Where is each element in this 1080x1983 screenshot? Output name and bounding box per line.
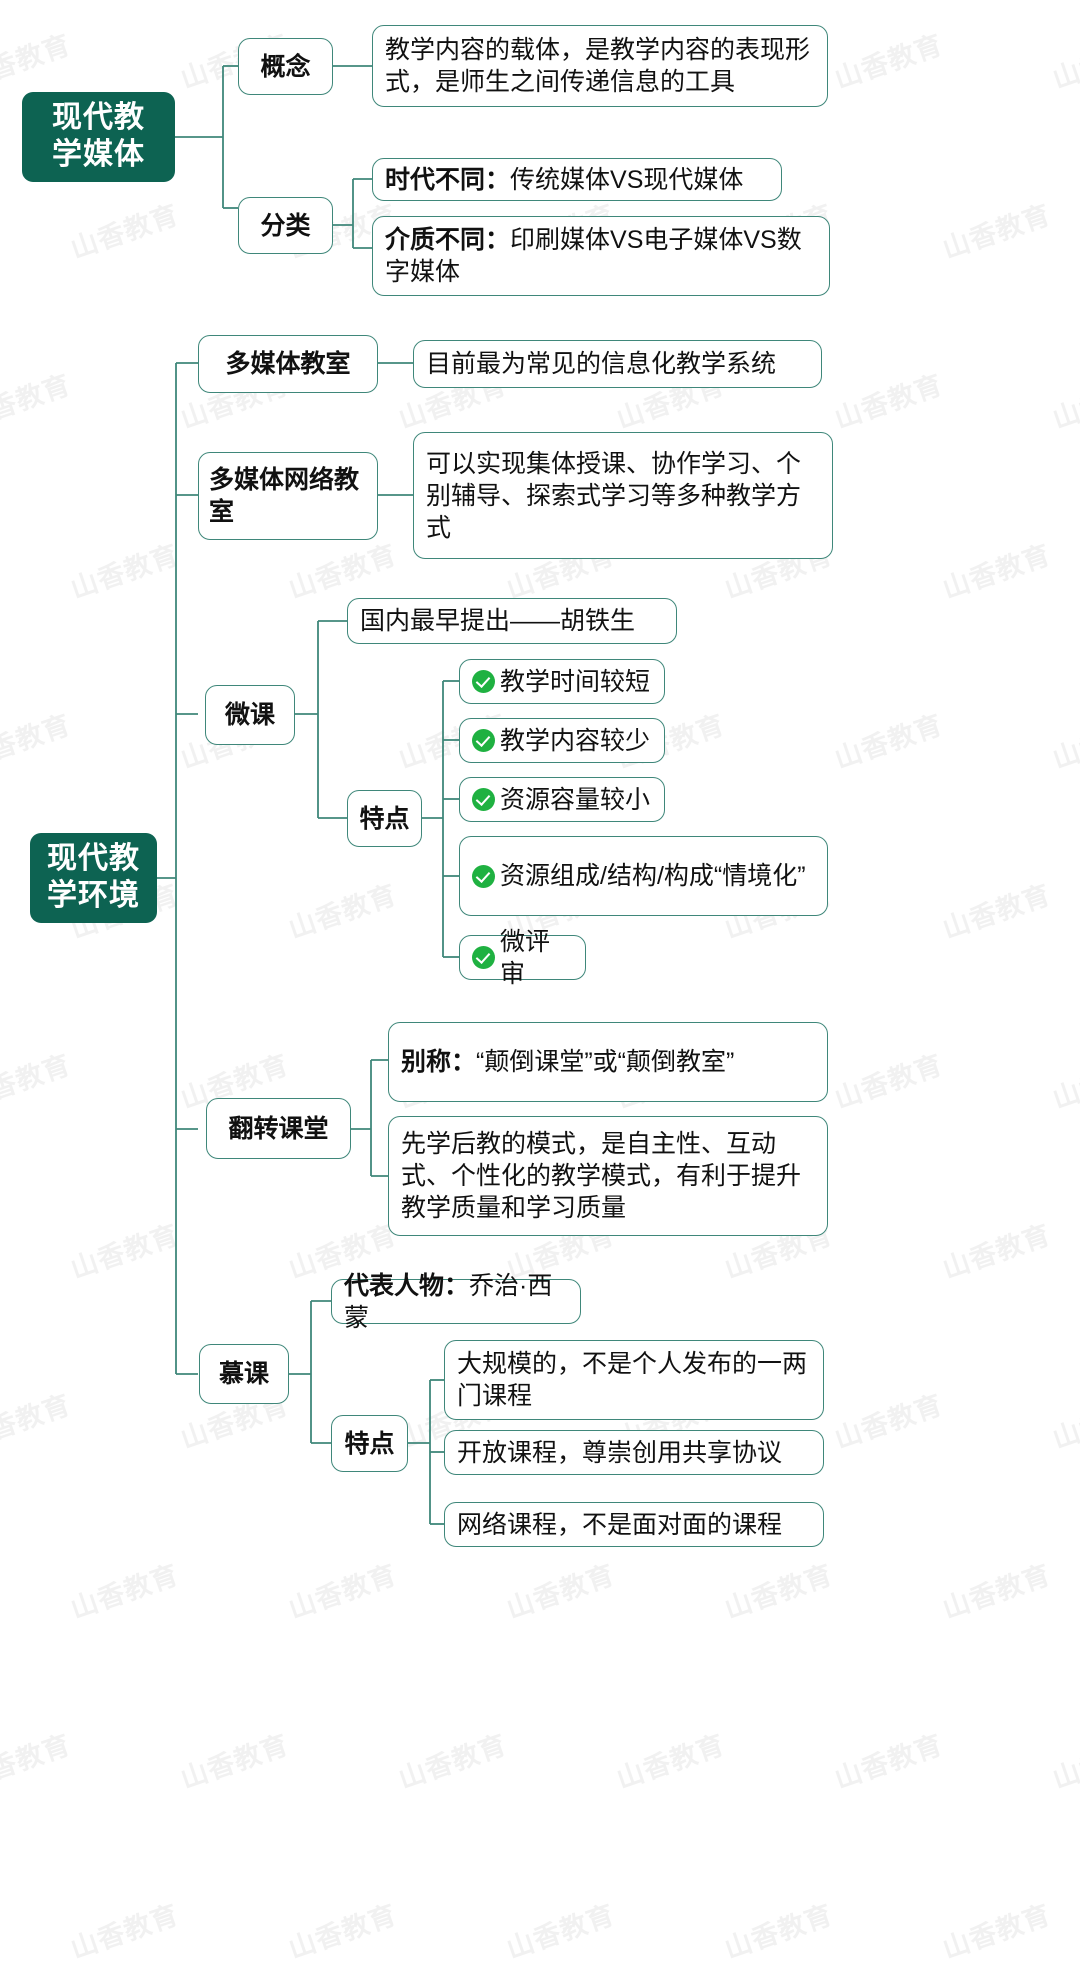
microlecture-origin-text: 国内最早提出——胡铁生 (360, 607, 636, 635)
microlecture-feature-3-text: 资源容量较小 (500, 785, 651, 814)
node-multimedia-network-classroom[interactable]: 多媒体网络教室 (198, 452, 378, 540)
root-node-environment[interactable]: 现代教 学环境 (30, 833, 157, 923)
node-microlecture-feature-2[interactable]: 教学内容较少 (459, 718, 665, 763)
mooc-label: 慕课 (218, 1360, 269, 1388)
microlecture-feature-3-row: 资源容量较小 (472, 784, 652, 816)
mooc-person-rest: 乔治·西蒙 (344, 1271, 553, 1332)
classification-medium-bold: 介质不同： (385, 226, 511, 254)
node-concept-label[interactable]: 概念 (238, 38, 333, 95)
flipped-classroom-label: 翻转课堂 (228, 1114, 329, 1143)
mooc-person-row: 代表人物：乔治·西蒙 (344, 1270, 568, 1334)
node-microlecture[interactable]: 微课 (205, 685, 295, 745)
microlecture-feature-2-row: 教学内容较少 (472, 725, 652, 757)
microlecture-features-label-text: 特点 (359, 804, 410, 833)
node-flipped-classroom[interactable]: 翻转课堂 (206, 1098, 351, 1159)
microlecture-label: 微课 (224, 701, 275, 729)
node-classification-item-era[interactable]: 时代不同：传统媒体VS现代媒体 (372, 158, 782, 201)
node-concept-text[interactable]: 教学内容的载体，是教学内容的表现形式，是师生之间传递信息的工具 (372, 25, 828, 107)
multimedia-classroom-description: 目前最为常见的信息化教学系统 (426, 350, 777, 378)
flipped-alias-row: 别称：“颠倒课堂”或“颠倒教室” (401, 1046, 734, 1078)
node-classification-item-medium[interactable]: 介质不同：印刷媒体VS电子媒体VS数字媒体 (372, 216, 830, 296)
root-node-environment-label: 现代教 学环境 (47, 842, 140, 912)
node-flipped-classroom-desc[interactable]: 先学后教的模式，是自主性、互动式、个性化的教学模式，有利于提升教学质量和学习质量 (388, 1116, 828, 1236)
check-circle-icon (472, 788, 495, 811)
node-microlecture-feature-4[interactable]: 资源组成/结构/构成“情境化” (459, 836, 828, 916)
root-node-media[interactable]: 现代教 学媒体 (22, 92, 175, 182)
microlecture-feature-1-row: 教学时间较短 (472, 666, 652, 698)
mooc-feature-1-text: 大规模的，不是个人发布的一两门课程 (457, 1350, 808, 1410)
node-mooc-feature-3[interactable]: 网络课程，不是面对面的课程 (444, 1502, 824, 1547)
mooc-feature-3-text: 网络课程，不是面对面的课程 (457, 1510, 783, 1539)
check-circle-icon (472, 946, 495, 969)
mooc-feature-2-text: 开放课程，尊崇创用共享协议 (457, 1438, 783, 1467)
classification-medium-row: 介质不同：印刷媒体VS电子媒体VS数字媒体 (385, 224, 817, 288)
mooc-person-bold: 代表人物： (344, 1271, 470, 1300)
flipped-classroom-description: 先学后教的模式，是自主性、互动式、个性化的教学模式，有利于提升教学质量和学习质量 (401, 1130, 802, 1222)
check-circle-icon (472, 864, 495, 888)
multimedia-classroom-label: 多媒体教室 (225, 350, 351, 378)
node-mooc-features-label[interactable]: 特点 (331, 1415, 408, 1472)
microlecture-feature-2-text: 教学内容较少 (500, 726, 651, 755)
microlecture-feature-4-row: 资源组成/结构/构成“情境化” (472, 860, 815, 892)
multimedia-network-classroom-label: 多媒体网络教室 (209, 466, 360, 526)
node-mooc-feature-2[interactable]: 开放课程，尊崇创用共享协议 (444, 1430, 824, 1475)
node-microlecture-feature-3[interactable]: 资源容量较小 (459, 777, 665, 822)
node-microlecture-feature-5[interactable]: 微评审 (459, 928, 586, 988)
multimedia-network-description: 可以实现集体授课、协作学习、个别辅导、探索式学习等多种教学方式 (426, 449, 802, 542)
classification-era-row: 时代不同：传统媒体VS现代媒体 (385, 164, 743, 196)
check-circle-icon (472, 729, 495, 752)
check-circle-icon (472, 670, 495, 693)
concept-label-text: 概念 (260, 52, 311, 81)
classification-label-text: 分类 (260, 211, 311, 240)
flipped-alias-bold: 别称： (401, 1048, 477, 1076)
node-mooc-person[interactable]: 代表人物：乔治·西蒙 (331, 1272, 581, 1332)
flipped-alias-rest: “颠倒课堂”或“颠倒教室” (476, 1048, 735, 1076)
microlecture-feature-1-text: 教学时间较短 (500, 667, 651, 696)
classification-era-bold: 时代不同： (385, 165, 511, 194)
node-multimedia-classroom[interactable]: 多媒体教室 (198, 335, 378, 393)
node-mooc-feature-1[interactable]: 大规模的，不是个人发布的一两门课程 (444, 1340, 824, 1420)
root-node-media-label: 现代教 学媒体 (52, 101, 145, 171)
node-microlecture-origin[interactable]: 国内最早提出——胡铁生 (347, 598, 677, 644)
mooc-features-label-text: 特点 (344, 1429, 395, 1458)
node-multimedia-classroom-desc[interactable]: 目前最为常见的信息化教学系统 (413, 340, 822, 388)
node-microlecture-features-label[interactable]: 特点 (347, 790, 422, 847)
microlecture-feature-5-row: 微评审 (472, 926, 573, 990)
node-microlecture-feature-1[interactable]: 教学时间较短 (459, 659, 665, 704)
concept-description: 教学内容的载体，是教学内容的表现形式，是师生之间传递信息的工具 (385, 36, 811, 96)
node-flipped-classroom-alias[interactable]: 别称：“颠倒课堂”或“颠倒教室” (388, 1022, 828, 1102)
microlecture-feature-4-text: 资源组成/结构/构成“情境化” (500, 862, 806, 890)
node-classification-label[interactable]: 分类 (238, 197, 333, 254)
classification-era-rest: 传统媒体VS现代媒体 (510, 165, 744, 194)
microlecture-feature-5-text: 微评审 (500, 927, 551, 988)
node-mooc[interactable]: 慕课 (199, 1344, 289, 1404)
classification-medium-rest: 印刷媒体VS电子媒体VS数字媒体 (385, 226, 802, 286)
node-multimedia-network-desc[interactable]: 可以实现集体授课、协作学习、个别辅导、探索式学习等多种教学方式 (413, 432, 833, 559)
